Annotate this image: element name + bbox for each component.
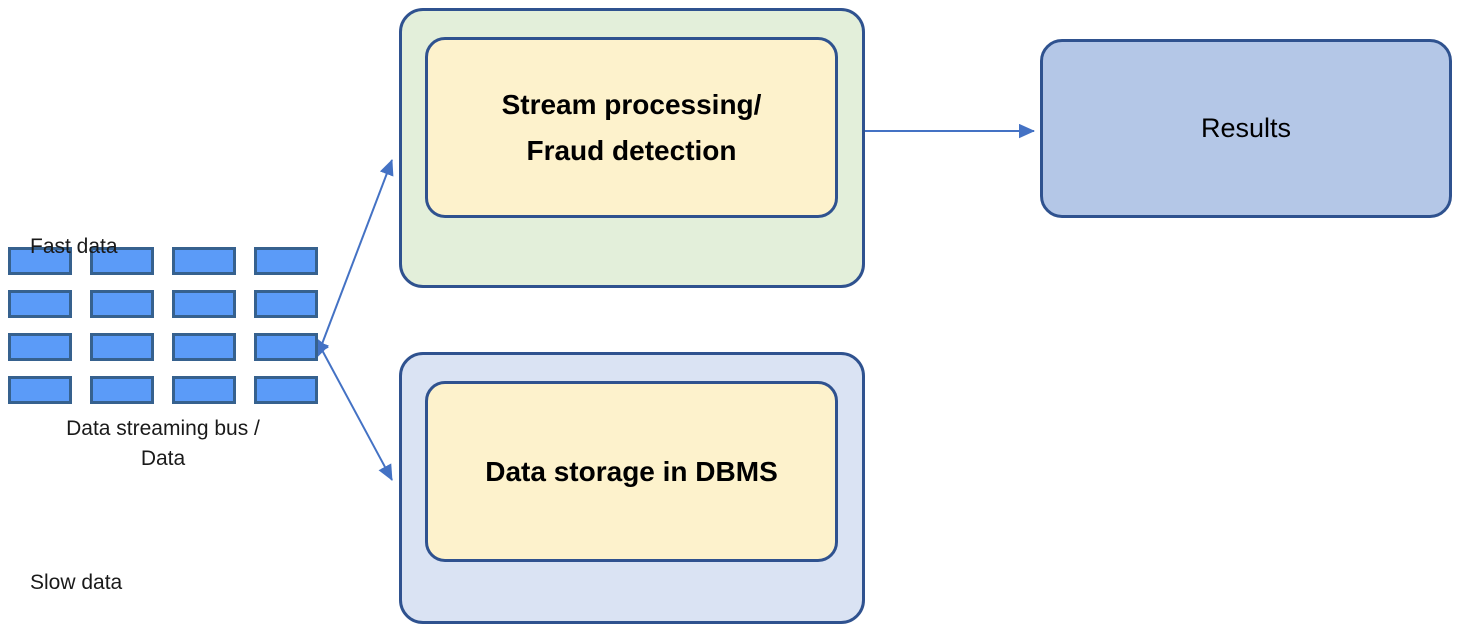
bus-cell: [8, 376, 72, 404]
bus-cell: [172, 333, 236, 361]
bus-cell: [8, 290, 72, 318]
bus-cell: [172, 290, 236, 318]
bus-cell: [90, 247, 154, 275]
results-box: Results: [1040, 39, 1452, 218]
bus-cell: [90, 333, 154, 361]
bus-cell: [90, 376, 154, 404]
data-storage-label: Data storage in DBMS: [485, 455, 778, 487]
data-storage-box: Data storage in DBMS: [425, 381, 838, 562]
edge-bus-to-fast-data: [315, 159, 394, 359]
results-label: Results: [1200, 113, 1292, 143]
stream-processing-box: Stream processing/ Fraud detection: [425, 37, 838, 218]
bus-cell: [90, 290, 154, 318]
bus-cell: [8, 333, 72, 361]
stream-processing-label: Stream processing/ Fraud detection: [501, 88, 762, 166]
data-streaming-bus-caption: Data streaming bus / Data: [66, 417, 260, 470]
bus-cell: [254, 376, 318, 404]
bus-cell: [254, 290, 318, 318]
edge-bus-to-slow-data: [314, 336, 393, 481]
slow-data-label: Slow data: [30, 571, 123, 594]
bus-cell: [172, 376, 236, 404]
bus-cell: [254, 333, 318, 361]
fast-data-label: Fast data: [30, 235, 118, 258]
data-streaming-bus-grid: [8, 247, 318, 404]
bus-cell: [254, 247, 318, 275]
bus-cell: [172, 247, 236, 275]
bus-cell: [8, 247, 72, 275]
